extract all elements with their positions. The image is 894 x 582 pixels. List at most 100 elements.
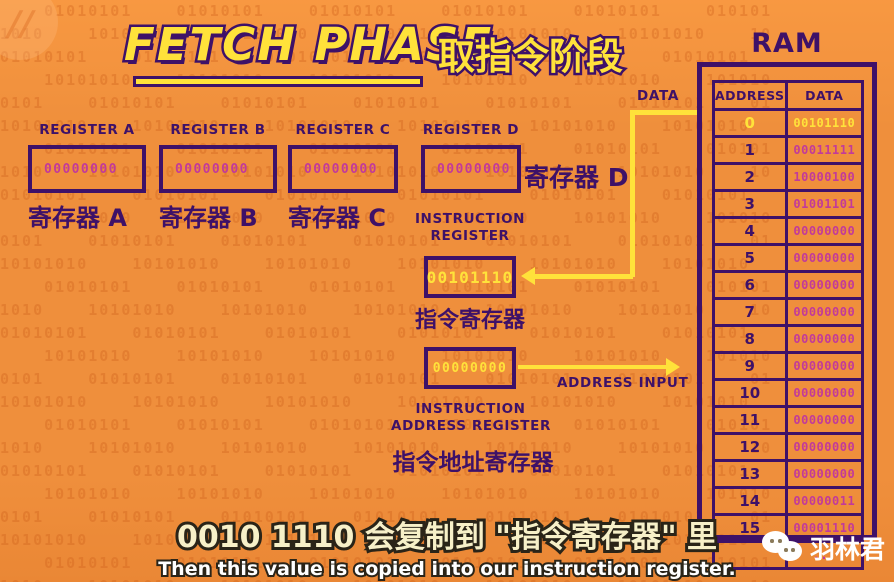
ram-row-data: 00000000: [784, 297, 865, 327]
register-b-value: 00000000: [175, 161, 249, 177]
data-wire-bottom-segment: [535, 274, 633, 279]
ram-row-address: 12: [712, 432, 788, 462]
register-c-box[interactable]: 00000000: [288, 145, 398, 193]
address-input-label: ADDRESS INPUT: [557, 375, 689, 391]
ram-row-data: 00000000: [784, 405, 865, 435]
ram-row-address: 13: [712, 459, 788, 489]
instruction-register-box[interactable]: 00101110: [424, 256, 516, 298]
ram-row-address: 1: [712, 135, 788, 165]
corner-logo-watermark: //: [0, 0, 58, 60]
wechat-watermark: 羽林君: [762, 530, 885, 566]
wechat-bubble-small: [778, 541, 802, 561]
register-d-chinese: 寄存器 D: [524, 163, 629, 192]
ram-row-address: 11: [712, 405, 788, 435]
ram-row[interactable]: ...: [712, 540, 865, 570]
register-b-box[interactable]: 00000000: [159, 145, 277, 193]
ram-row-data: 00101110: [784, 108, 865, 138]
register-d-value: 00000000: [437, 161, 511, 177]
register-d-title: REGISTER D: [422, 122, 520, 138]
ram-row-address: 6: [712, 270, 788, 300]
ram-title: RAM: [751, 28, 823, 59]
data-wire-vertical-segment: [630, 110, 635, 277]
ram-row-data: 00000000: [784, 216, 865, 246]
ram-row-address: 10: [712, 378, 788, 408]
instruction-address-register-label-line2: ADDRESS REGISTER: [391, 418, 551, 434]
register-b-title: REGISTER B: [170, 122, 266, 138]
wechat-eye-4: [791, 548, 795, 552]
register-c-value: 00000000: [304, 161, 378, 177]
ram-row-address: 4: [712, 216, 788, 246]
ram-row-address: 8: [712, 324, 788, 354]
data-wire-label: DATA: [637, 88, 680, 104]
register-a-box[interactable]: 00000000: [28, 145, 146, 193]
wechat-eye-1: [770, 539, 774, 543]
ram-row-data: 01001101: [784, 189, 865, 219]
caption-english: Then this value is copied into our instr…: [156, 556, 738, 582]
ram-row-data: 00000000: [784, 243, 865, 273]
register-a-title: REGISTER A: [39, 122, 135, 138]
ram-row-address: 0: [712, 108, 788, 138]
wechat-eye-3: [784, 548, 788, 552]
instruction-address-register-chinese: 指令地址寄存器: [392, 450, 554, 476]
instruction-register-label-line2: REGISTER: [430, 228, 510, 244]
ram-row-data: 00000000: [784, 459, 865, 489]
ram-row-data: 00000000: [784, 378, 865, 408]
instruction-address-register-value: 00000000: [432, 360, 508, 376]
ram-header-row: ADDRESS DATA: [712, 80, 865, 111]
ram-row-address: 7: [712, 297, 788, 327]
ram-row-data: 00001110: [784, 513, 865, 543]
register-c-title: REGISTER C: [295, 122, 391, 138]
ram-row-data: 00000000: [784, 351, 865, 381]
register-c-chinese: 寄存器 C: [288, 204, 386, 232]
caption-chinese: 0010 1110 会复制到 "指令寄存器" 里: [174, 517, 720, 558]
ram-row-data: 00000000: [784, 270, 865, 300]
ram-row-data: 00011111: [784, 135, 865, 165]
page-title-chinese: 取指令阶段: [436, 33, 626, 81]
ram-row-address: 5: [712, 243, 788, 273]
address-wire-arrowhead: [666, 358, 680, 376]
register-b-chinese: 寄存器 B: [159, 204, 258, 232]
instruction-register-chinese: 指令寄存器: [414, 308, 525, 333]
ram-row-data: 00000011: [784, 486, 865, 516]
ram-row-data: 10000100: [784, 162, 865, 192]
wechat-icon: [762, 531, 808, 565]
title-underline: [133, 76, 423, 87]
instruction-address-register-label-line1: INSTRUCTION: [415, 401, 526, 417]
watermark-name: 羽林君: [810, 535, 886, 564]
logo-glyph: //: [3, 4, 38, 44]
page-title-english: FETCH PHASE: [121, 16, 494, 74]
ram-row-address: 2: [712, 162, 788, 192]
register-a-chinese: 寄存器 A: [28, 204, 127, 232]
ram-row-address: 3: [712, 189, 788, 219]
address-wire-segment: [518, 365, 668, 369]
data-wire-arrowhead: [521, 267, 535, 285]
ram-row-address: [712, 540, 788, 570]
instruction-address-register-box[interactable]: 00000000: [424, 347, 516, 389]
register-d-box[interactable]: 00000000: [421, 145, 521, 193]
ram-row-data: 00000000: [784, 324, 865, 354]
ram-column-data: DATA: [784, 80, 865, 111]
wechat-eye-2: [778, 539, 782, 543]
data-wire-top-segment: [630, 110, 700, 115]
ram-row-address: 9: [712, 351, 788, 381]
ram-row-data: 00000000: [784, 432, 865, 462]
instruction-register-label-line1: INSTRUCTION: [414, 211, 526, 227]
instruction-register-value: 00101110: [426, 267, 514, 287]
